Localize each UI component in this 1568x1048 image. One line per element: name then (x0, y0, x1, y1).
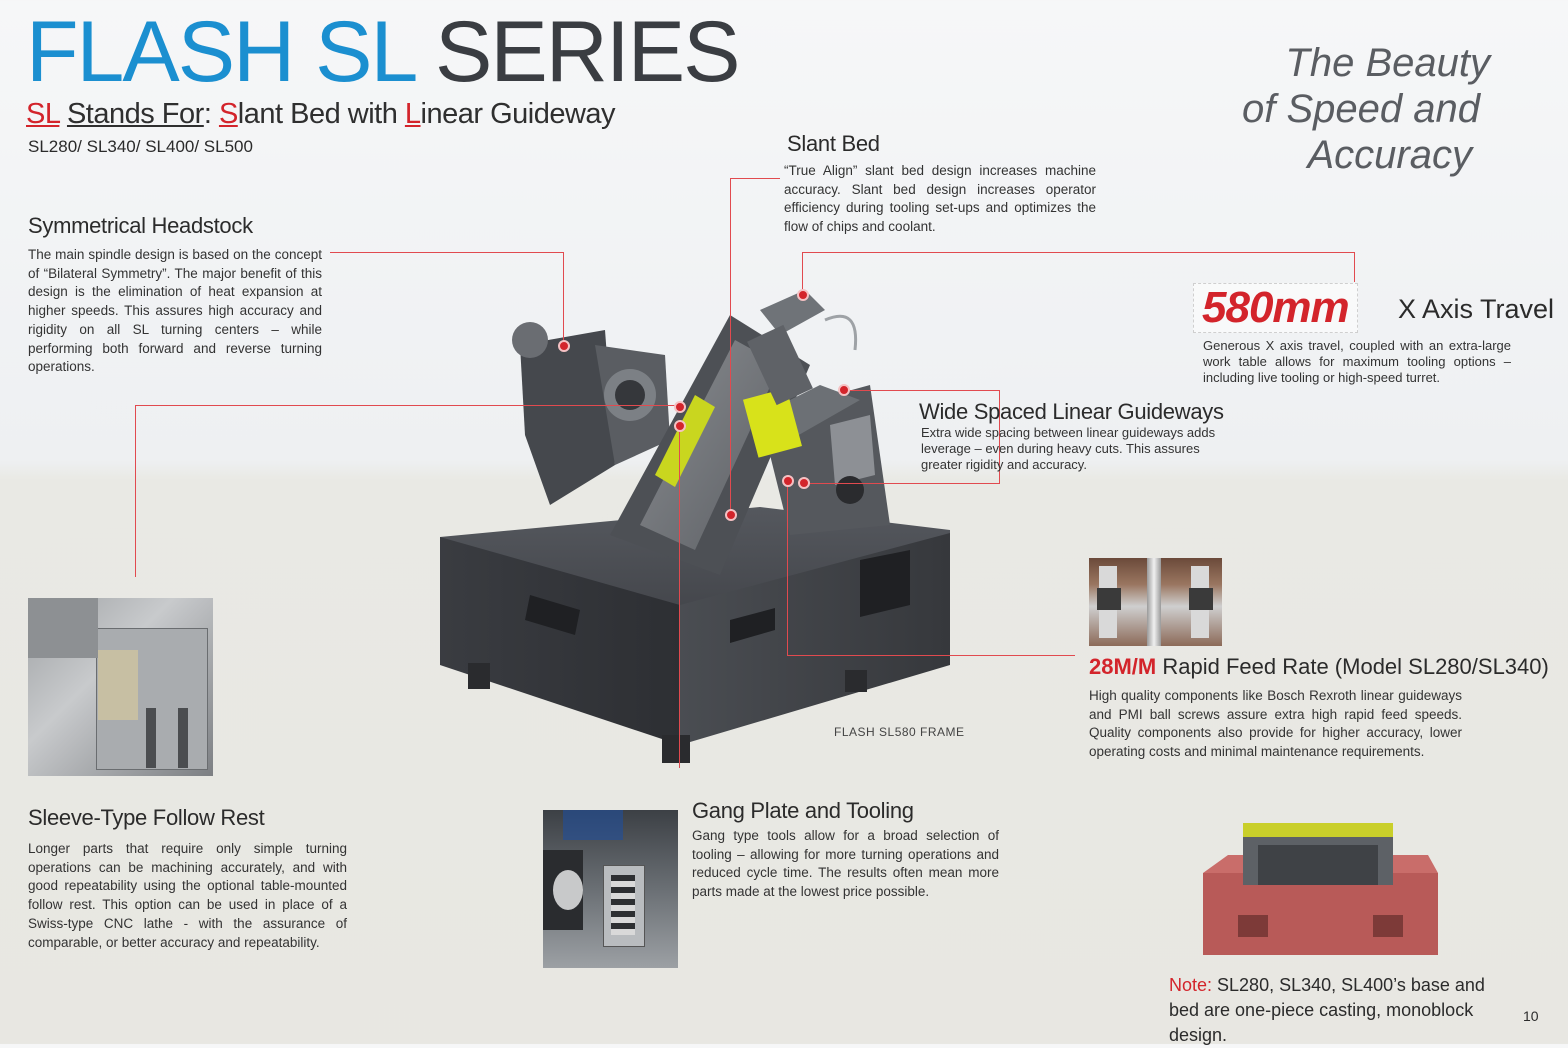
callout-line-guideway-right (999, 390, 1000, 483)
callout-dot-headstock (558, 340, 570, 352)
ball-screw-photo (1089, 558, 1222, 646)
monoblock-base-photo (1203, 823, 1438, 955)
slant-bed-heading: Slant Bed (787, 131, 880, 156)
x-axis-label: X Axis Travel (1398, 294, 1555, 324)
callout-dot-followrest (674, 401, 686, 413)
callout-line-xaxis-right (1354, 252, 1355, 282)
follow-rest-heading: Sleeve-Type Follow Rest (28, 805, 265, 830)
x-axis-text: Generous X axis travel, coupled with an … (1203, 338, 1511, 385)
callout-dot-gangplate (674, 420, 686, 432)
callout-line-followrest-v (135, 405, 136, 577)
page-title: FLASH SL SERIES (26, 2, 740, 102)
guideways-text: Extra wide spacing between linear guidew… (921, 425, 1216, 472)
note-label: Note: (1169, 975, 1213, 995)
slant-bed-text: “True Align” slant bed design increases … (784, 163, 1096, 235)
rapid-feed-value: 28M/M (1089, 654, 1157, 679)
gang-plate-photo (543, 810, 678, 968)
gang-plate-heading: Gang Plate and Tooling (692, 798, 914, 823)
headstock-text: The main spindle design is based on the … (28, 247, 322, 375)
callout-line-xaxis-v (802, 252, 803, 294)
x-axis-value-box: 580mm (1193, 283, 1358, 333)
callout-dot-rapid (782, 475, 794, 487)
rapid-feed-heading: 28M/M Rapid Feed Rate (Model SL280/SL340… (1089, 654, 1549, 680)
tagline-line-2: of Speed and (1242, 87, 1480, 131)
title-dark: SERIES (435, 4, 740, 100)
subtitle-stands-for: Stands For (66, 98, 204, 130)
note-text: SL280, SL340, SL400’s base and bed are o… (1169, 975, 1485, 1045)
callout-line-gangplate-v (679, 426, 680, 768)
note: Note: SL280, SL340, SL400’s base and bed… (1169, 973, 1509, 1048)
follow-rest-photo (28, 598, 213, 776)
rapid-feed-text: High quality components like Bosch Rexro… (1089, 688, 1462, 760)
callout-line-slantbed-v (730, 178, 731, 515)
tagline-line-1: The Beauty (1285, 41, 1490, 85)
subtitle: SL Stands For: Slant Bed with Linear Gui… (26, 98, 616, 131)
tagline-line-3: Accuracy (1307, 133, 1473, 177)
model-list: SL280/ SL340/ SL400/ SL500 (28, 137, 253, 156)
machine-frame-illustration (440, 290, 950, 763)
follow-rest-text: Longer parts that require only simple tu… (28, 841, 347, 950)
title-blue: FLASH SL (26, 4, 415, 100)
callout-line-guideway-bottom (803, 483, 1000, 484)
callout-line-followrest-h (135, 405, 680, 406)
headstock-heading: Symmetrical Headstock (28, 213, 253, 238)
callout-line-slantbed-h (730, 178, 780, 179)
guideways-heading: Wide Spaced Linear Guideways (919, 399, 1224, 424)
callout-line-headstock-h (330, 252, 564, 253)
subtitle-s: S (218, 98, 238, 130)
rapid-feed-label: Rapid Feed Rate (Model SL280/SL340) (1162, 654, 1549, 679)
tagline: The Beauty of Speed and Accuracy (1240, 40, 1490, 178)
subtitle-lant-bed: lant Bed with (237, 98, 405, 130)
callout-line-xaxis-h (802, 252, 1354, 253)
callout-dot-guideway-2 (798, 477, 810, 489)
subtitle-sl: SL (26, 98, 60, 130)
gang-plate-text: Gang type tools allow for a broad select… (692, 828, 999, 900)
callout-line-guideway-top (845, 390, 1000, 391)
callout-line-headstock-v (563, 252, 564, 344)
subtitle-colon: : (203, 98, 212, 130)
callout-dot-xaxis (797, 289, 809, 301)
subtitle-inear-guideway: inear Guideway (420, 98, 616, 130)
callout-line-rapid-v (787, 480, 788, 655)
x-axis-value: 580mm (1202, 283, 1350, 332)
callout-dot-guideway (838, 384, 850, 396)
frame-label: FLASH SL580 FRAME (834, 725, 965, 739)
callout-dot-slantbed (725, 509, 737, 521)
subtitle-l: L (404, 98, 421, 130)
page-number: 10 (1523, 1008, 1539, 1024)
callout-line-rapid-h (787, 655, 1075, 656)
